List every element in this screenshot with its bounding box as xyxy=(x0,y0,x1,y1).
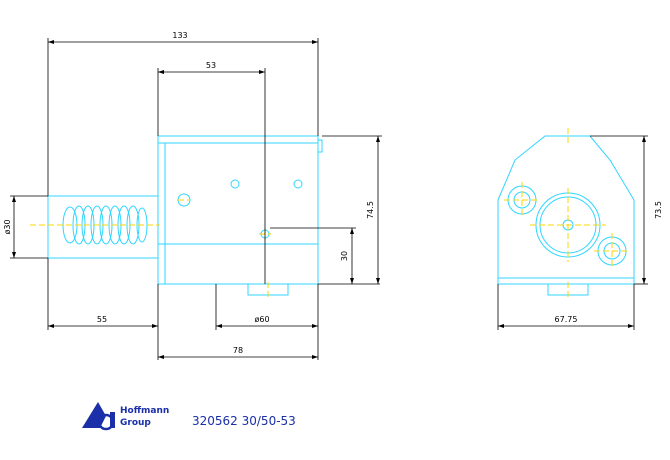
logo-line1: Hoffmann xyxy=(120,406,169,416)
side-centerlines xyxy=(30,199,271,300)
arrowheads xyxy=(12,40,646,359)
dim-front-height: 73.5 xyxy=(654,201,663,219)
part-number: 320562 30/50-53 xyxy=(192,414,296,428)
dim-center-height: 30 xyxy=(340,251,349,261)
dim-shank-dia: ø30 xyxy=(3,219,12,234)
front-view xyxy=(497,135,635,296)
logo-line2: Group xyxy=(120,418,151,428)
dim-side-height: 74.5 xyxy=(366,201,375,219)
front-centerlines xyxy=(504,128,630,300)
body-outline xyxy=(157,135,319,285)
front-outline xyxy=(497,135,635,285)
screw-hole-b xyxy=(293,179,303,189)
dim-body-width: 53 xyxy=(206,61,216,70)
front-dimensions xyxy=(497,135,648,330)
screw-hole-a xyxy=(230,179,240,189)
dim-shank-length: 55 xyxy=(97,315,107,324)
dim-coolant-dia: ø60 xyxy=(254,315,269,324)
right-step xyxy=(317,139,323,153)
dim-base-length: 78 xyxy=(233,346,243,355)
side-view xyxy=(47,135,323,296)
side-dimensions xyxy=(10,38,382,360)
hoffmann-logo: Hoffmann Group xyxy=(82,402,169,431)
hoffmann-logo-icon xyxy=(82,402,115,431)
dim-front-width: 67.75 xyxy=(555,315,578,324)
dim-overall-length: 133 xyxy=(172,31,187,40)
